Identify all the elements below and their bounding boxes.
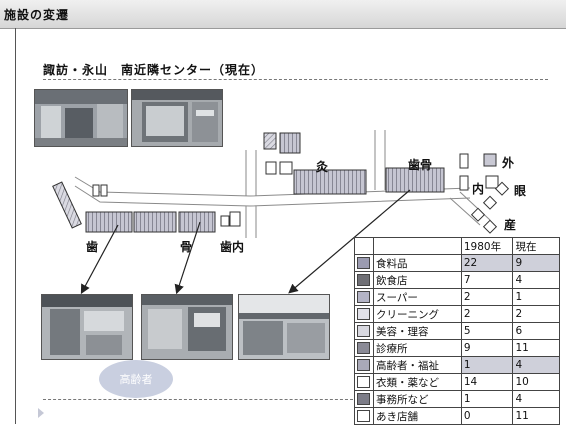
count-now: 11: [512, 407, 560, 425]
count-1980: 9: [460, 339, 514, 357]
legend-swatch: [357, 257, 370, 269]
category-name: 美容・理容: [372, 322, 462, 340]
count-now: 10: [512, 373, 560, 391]
header-1980: 1980年: [460, 237, 514, 255]
count-now: 9: [512, 254, 560, 272]
map-row-south: [85, 211, 241, 233]
legend-swatch: [357, 376, 370, 388]
category-name: 高齢者・福祉: [372, 356, 462, 374]
count-1980: 1: [460, 356, 514, 374]
photo-storefront-2-image: [132, 90, 222, 146]
legend-swatch: [357, 393, 370, 405]
count-1980: 2: [460, 288, 514, 306]
map-label-me: 眼: [514, 184, 527, 198]
map-block-small-2: [100, 184, 108, 197]
map-label-hone: 骨: [180, 240, 193, 254]
count-1980: 14: [460, 373, 514, 391]
legend-swatch: [357, 274, 370, 286]
legend-swatch: [357, 342, 370, 354]
count-now: 6: [512, 322, 560, 340]
legend-swatch: [357, 410, 370, 422]
category-name: 衣類・薬など: [372, 373, 462, 391]
count-1980: 2: [460, 305, 514, 323]
count-1980: 5: [460, 322, 514, 340]
category-name: 飲食店: [372, 271, 462, 289]
count-now: 4: [512, 390, 560, 408]
legend-swatch: [357, 359, 370, 371]
count-now: 1: [512, 288, 560, 306]
count-1980: 1: [460, 390, 514, 408]
map-label-shikotsu: 歯骨: [408, 158, 433, 172]
map-block-small-1: [92, 184, 100, 197]
legend-swatch: [357, 325, 370, 337]
arrows: [80, 189, 411, 295]
elderly-bubble-label: 高齢者: [119, 373, 153, 386]
map-label-san: 産: [504, 218, 517, 232]
count-1980: 0: [460, 407, 514, 425]
count-now: 11: [512, 339, 560, 357]
dashed-divider-top: [43, 79, 548, 80]
left-rule: [15, 28, 16, 424]
map-label-ka: 灸: [316, 160, 329, 174]
map-label-soto: 外: [502, 156, 515, 170]
legend-swatch: [357, 291, 370, 303]
photo-storefront-1: [34, 89, 128, 147]
photo-bottom-2-image: [142, 295, 232, 359]
header-now: 現在: [512, 237, 560, 255]
section-subtitle: 諏訪・永山 南近隣センター（現在）: [43, 63, 265, 77]
category-name: 食料品: [372, 254, 462, 272]
count-1980: 7: [460, 271, 514, 289]
slide-title: 施設の変遷: [4, 8, 70, 22]
photo-bottom-2: [141, 294, 233, 360]
category-name: クリーニング: [372, 305, 462, 323]
photo-storefront-2: [131, 89, 223, 147]
map-block-west: [52, 181, 82, 229]
legend-swatch: [357, 308, 370, 320]
photo-bottom-1: [41, 294, 133, 360]
category-name: 診療所: [372, 339, 462, 357]
bullet-triangle-icon: [38, 408, 44, 418]
photo-bottom-3-image: [239, 295, 329, 359]
map-label-shika: 歯: [86, 240, 99, 254]
map-label-shikanai: 歯内: [220, 240, 245, 254]
category-name: あき店舗: [372, 407, 462, 425]
map-label-nai: 内: [472, 182, 485, 196]
title-bar: 施設の変遷: [0, 0, 566, 29]
count-now: 4: [512, 356, 560, 374]
dashed-divider-bottom: [43, 399, 353, 400]
count-now: 4: [512, 271, 560, 289]
category-name: スーパー: [372, 288, 462, 306]
map-blocks-north: [263, 132, 510, 234]
category-name: 事務所など: [372, 390, 462, 408]
table-header-row: 1980年 現在: [354, 237, 560, 255]
count-now: 2: [512, 305, 560, 323]
photo-bottom-3: [238, 294, 330, 360]
elderly-bubble: 高齢者: [99, 360, 173, 398]
photo-storefront-1-image: [35, 90, 127, 146]
count-1980: 22: [460, 254, 514, 272]
photo-bottom-1-image: [42, 295, 132, 359]
